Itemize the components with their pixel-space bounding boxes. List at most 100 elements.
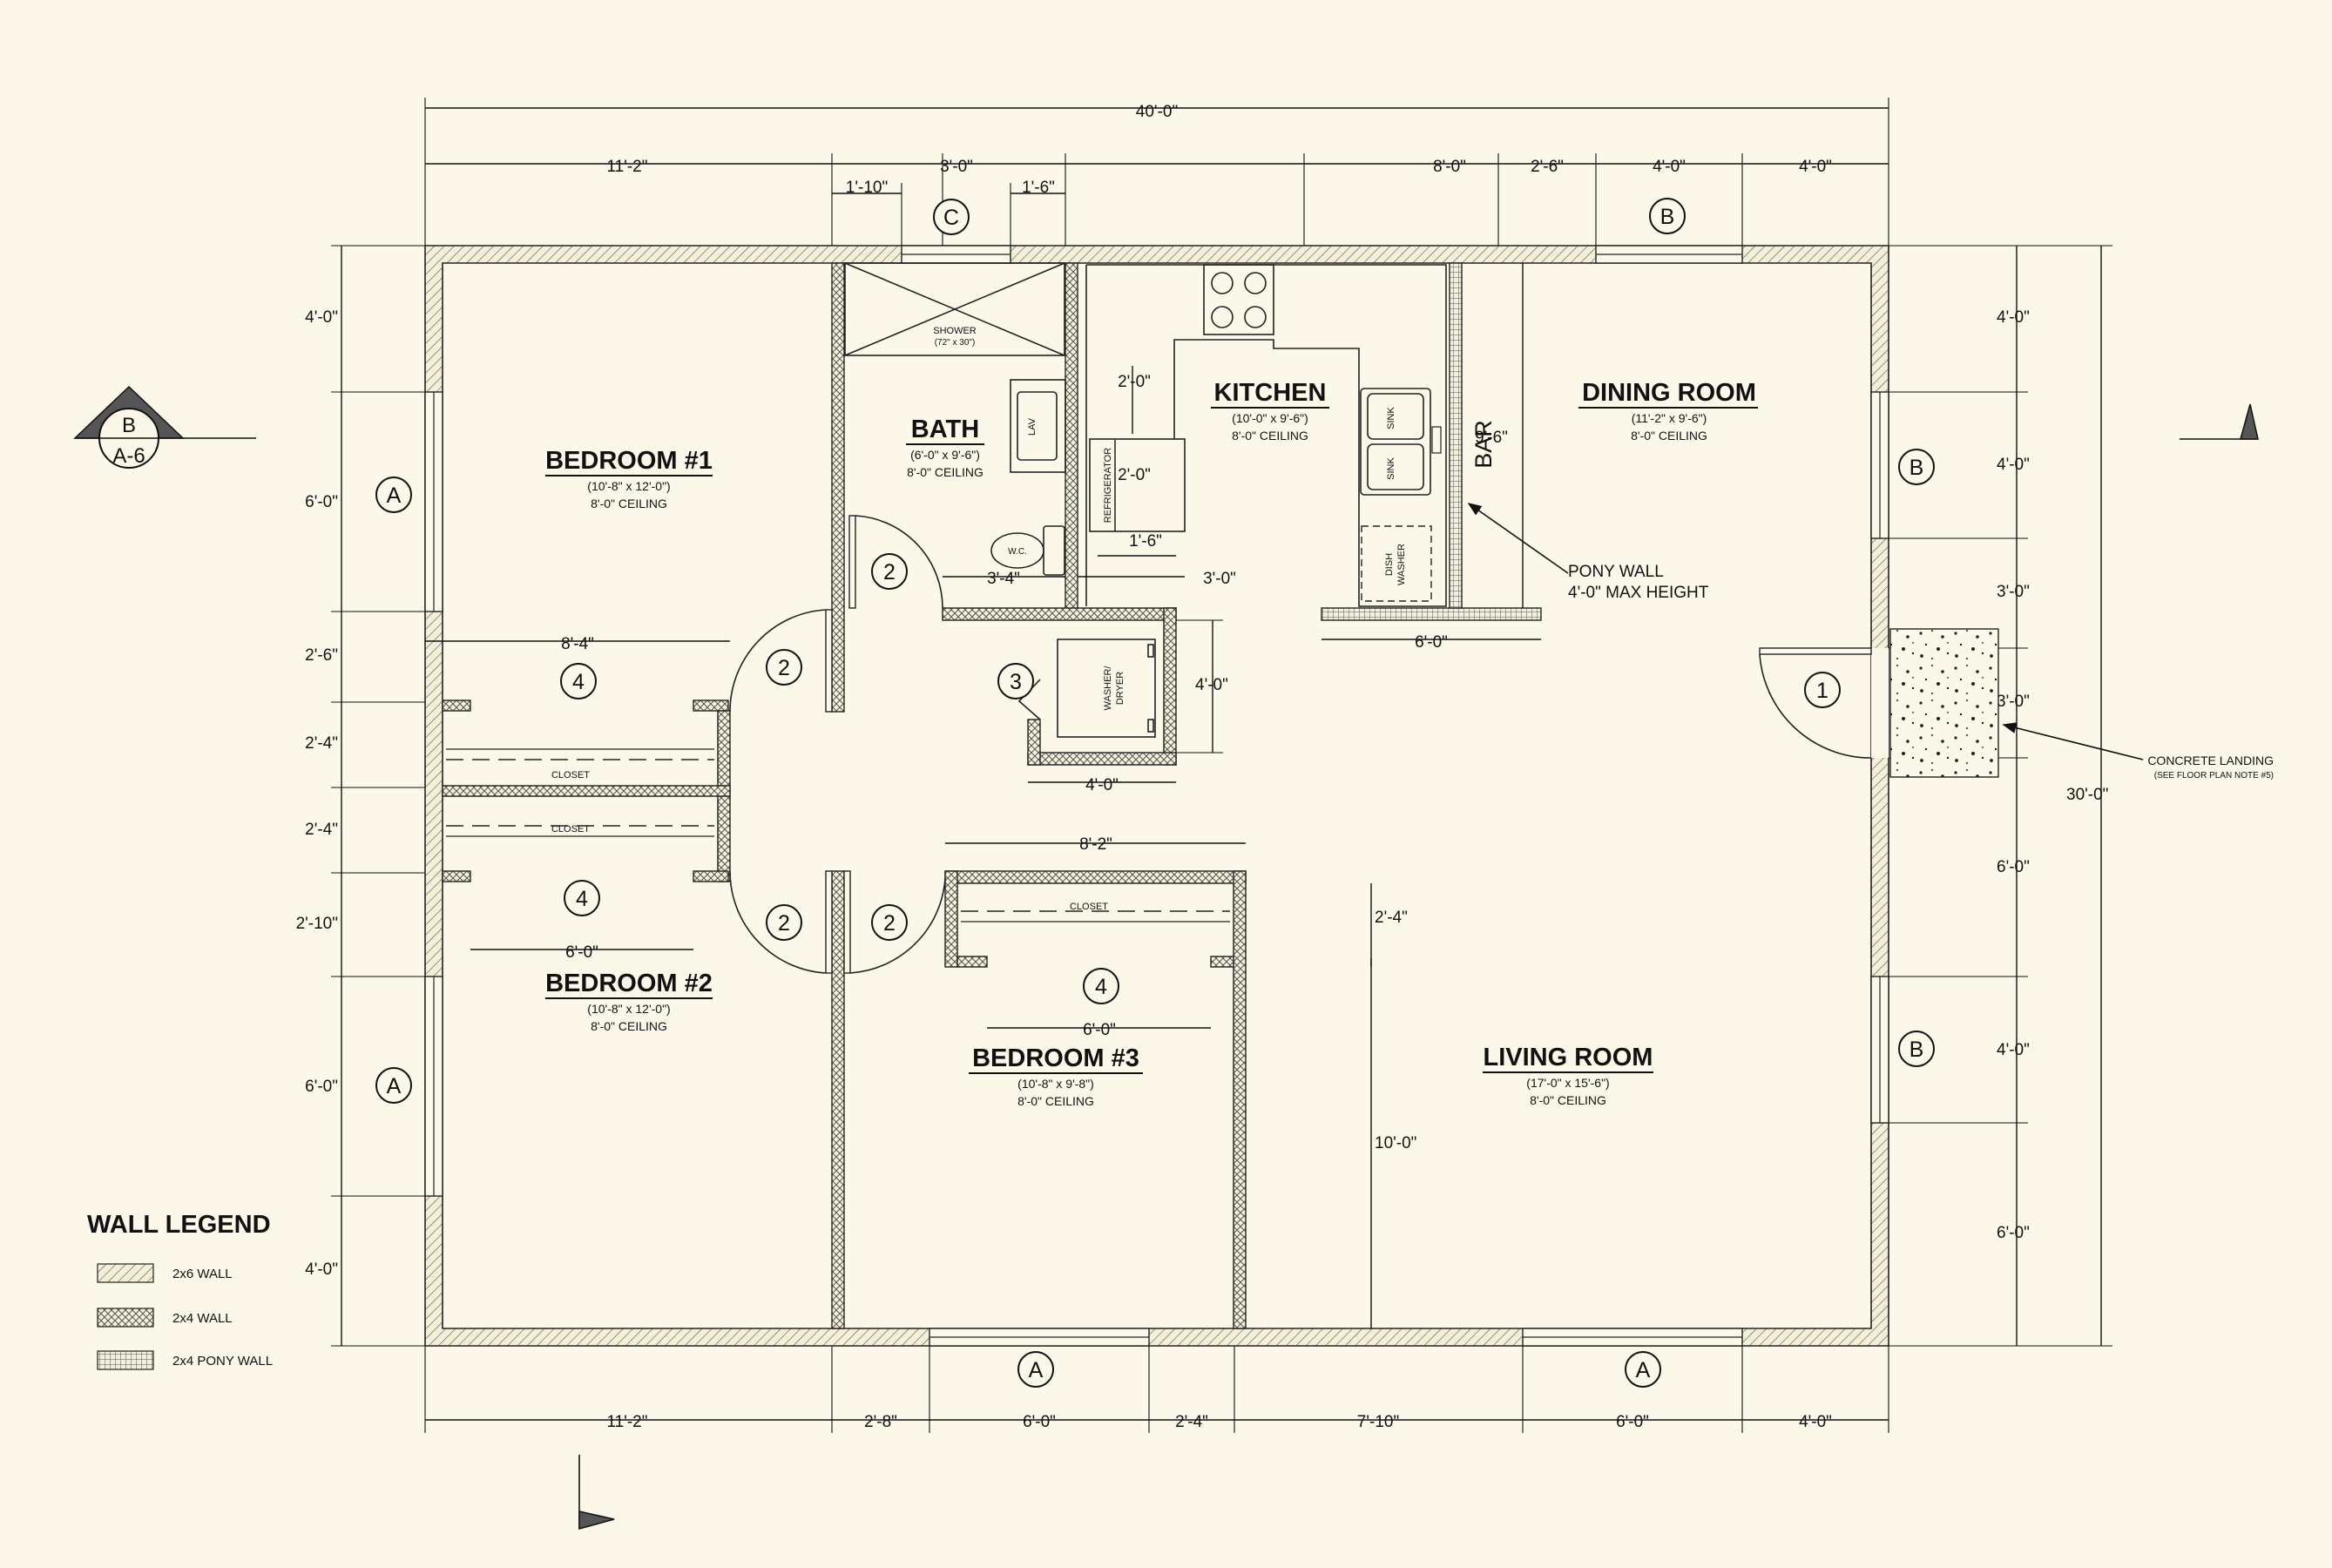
room-size: (10'-0" x 9'-6") — [1232, 411, 1308, 425]
room-bedroom1: BEDROOM #1 (10'-8" x 12'-0") 8'-0" CEILI… — [545, 447, 713, 510]
door-tag-1: 1 — [1804, 672, 1841, 708]
svg-text:2: 2 — [883, 560, 896, 585]
dim-top-8: 1'-6" — [1022, 179, 1055, 197]
sink-label-2: SINK — [1386, 457, 1396, 480]
dim-bed3-width: 8'-2" — [1079, 835, 1112, 854]
dim-top-3: 8'-0" — [1433, 158, 1466, 176]
top-dimensions: 40'-0" 11'-2" 3'-0" 8'-0" 2'-6" 4'-0" 4'… — [424, 98, 1889, 246]
door-tag-4-bed2: 4 — [564, 880, 600, 916]
dim-right-1: 4'-0" — [1997, 308, 2030, 327]
room-ceiling: 8'-0" CEILING — [591, 497, 667, 510]
dim-closet-1: 8'-4" — [561, 635, 594, 653]
dim-bottom-6: 6'-0" — [1616, 1413, 1649, 1431]
section-marker: B A-6 — [73, 385, 2259, 1530]
svg-text:4: 4 — [572, 670, 585, 694]
svg-text:4: 4 — [1095, 975, 1107, 999]
dim-counter: 6'-0" — [1415, 633, 1448, 652]
shower-size: (72" x 30") — [935, 338, 976, 348]
bottom-dimensions: 11'-2" 2'-8" 6'-0" 2'-4" 7'-10" 6'-0" 4'… — [424, 1346, 1889, 1433]
dim-top-5: 4'-0" — [1653, 158, 1686, 176]
dim-left-8: 4'-0" — [305, 1260, 338, 1279]
room-bedroom3: BEDROOM #3 (10'-8" x 9'-8") 8'-0" CEILIN… — [972, 1044, 1139, 1108]
svg-text:2: 2 — [778, 911, 790, 936]
dim-living-height: 10'-0" — [1375, 1134, 1416, 1152]
dim-bottom-1: 11'-2" — [607, 1413, 648, 1431]
window-tag-a-left2: A — [375, 1067, 412, 1104]
room-living: LIVING ROOM (17'-0" x 15'-6") 8'-0" CEIL… — [1484, 1044, 1653, 1107]
room-kitchen: KITCHEN (10'-0" x 9'-6") 8'-0" CEILING — [1214, 379, 1327, 443]
room-size: (10'-8" x 9'-8") — [1017, 1077, 1094, 1091]
room-ceiling: 8'-0" CEILING — [1232, 429, 1308, 443]
dim-right-5: 6'-0" — [1997, 858, 2030, 876]
bar-label: BAR — [1470, 420, 1497, 469]
note-landing-2: (SEE FLOOR PLAN NOTE #5) — [2154, 771, 2274, 781]
dim-top-1: 11'-2" — [607, 158, 648, 176]
legend-title: WALL LEGEND — [87, 1211, 271, 1239]
dim-closet-2: 6'-0" — [565, 943, 598, 962]
closet-label-2: CLOSET — [551, 824, 590, 835]
interior-walls — [442, 262, 1542, 1329]
dim-left-3: 2'-6" — [305, 646, 338, 665]
room-ceiling: 8'-0" CEILING — [1017, 1094, 1094, 1108]
washer-label: WASHER/ — [1103, 666, 1113, 711]
room-name: KITCHEN — [1214, 379, 1327, 407]
dim-bath-c: 1'-6" — [1129, 532, 1162, 551]
room-bath: BATH (6'-0" x 9'-6") 8'-0" CEILING — [907, 416, 983, 479]
room-labels: BEDROOM #1 (10'-8" x 12'-0") 8'-0" CEILI… — [545, 379, 1758, 1108]
legend-item-2x4: 2x4 WALL — [172, 1311, 233, 1326]
sink-label-1: SINK — [1386, 407, 1396, 429]
notes: PONY WALL 4'-0" MAX HEIGHT CONCRETE LAND… — [1467, 503, 2274, 781]
dim-left-1: 4'-0" — [305, 308, 338, 327]
lav-label: LAV — [1027, 417, 1038, 436]
dim-left-6: 2'-10" — [296, 915, 338, 933]
svg-text:4: 4 — [576, 887, 588, 911]
dim-bed3-closet-width: 6'-0" — [1083, 1021, 1116, 1039]
dim-left-5: 2'-4" — [305, 821, 338, 839]
room-bedroom2: BEDROOM #2 (10'-8" x 12'-0") 8'-0" CEILI… — [545, 970, 713, 1033]
svg-text:B: B — [1910, 456, 1924, 480]
section-letter: B — [122, 414, 136, 437]
legend-item-pony: 2x4 PONY WALL — [172, 1354, 273, 1369]
svg-text:A: A — [1636, 1358, 1651, 1382]
doors — [446, 515, 1872, 974]
dim-right-2: 4'-0" — [1997, 456, 2030, 474]
room-name: BEDROOM #2 — [545, 970, 713, 997]
shower-label: SHOWER — [933, 326, 977, 336]
section-arrow-bottom — [578, 1511, 615, 1530]
dim-bottom-5: 7'-10" — [1357, 1413, 1399, 1431]
room-name: BEDROOM #1 — [545, 447, 713, 475]
dim-bottom-3: 6'-0" — [1023, 1413, 1056, 1431]
window-tag-a-bottom2: A — [1625, 1351, 1661, 1388]
dim-right-6: 4'-0" — [1997, 1041, 2030, 1059]
room-size: (10'-8" x 12'-0") — [587, 1002, 670, 1016]
svg-text:2: 2 — [883, 911, 896, 936]
legend-item-2x6: 2x6 WALL — [172, 1267, 233, 1281]
svg-text:A: A — [387, 1074, 402, 1098]
dim-bath-d: 3'-4" — [987, 570, 1020, 588]
dishwasher-label-2: WASHER — [1396, 544, 1407, 585]
dim-top-4: 2'-6" — [1531, 158, 1564, 176]
wc-label: W.C. — [1008, 547, 1027, 557]
svg-text:1: 1 — [1816, 679, 1828, 703]
refrigerator-label: REFRIGERATOR — [1103, 448, 1113, 523]
dim-overall-depth: 30'-0" — [2066, 786, 2108, 804]
dim-bath-b: 2'-0" — [1118, 466, 1151, 484]
room-ceiling: 8'-0" CEILING — [907, 465, 983, 479]
room-name: BEDROOM #3 — [972, 1044, 1139, 1072]
section-arrow-right — [2240, 403, 2259, 440]
dim-top-7: 1'-10" — [846, 179, 888, 197]
room-dining: DINING ROOM (11'-2" x 9'-6") 8'-0" CEILI… — [1582, 379, 1756, 443]
svg-text:2: 2 — [778, 656, 790, 680]
tags: C B A A B B A A 1 2 2 2 2 3 4 4 4 — [375, 198, 1935, 1388]
room-size: (11'-2" x 9'-6") — [1632, 411, 1707, 425]
note-pony-wall-1: PONY WALL — [1568, 563, 1664, 581]
room-size: (10'-8" x 12'-0") — [587, 479, 670, 493]
window-tag-a-left1: A — [375, 476, 412, 513]
section-sheet: A-6 — [112, 444, 145, 468]
window-tag-a-bottom1: A — [1017, 1351, 1054, 1388]
room-ceiling: 8'-0" CEILING — [1530, 1093, 1606, 1107]
interior-dimensions: 8'-4" 6'-0" 2'-0" 2'-0" 1'-6" 3'-4" 3'-0… — [425, 263, 1541, 1328]
note-landing-1: CONCRETE LANDING — [2147, 754, 2274, 767]
dim-bath-e: 3'-0" — [1203, 570, 1236, 588]
